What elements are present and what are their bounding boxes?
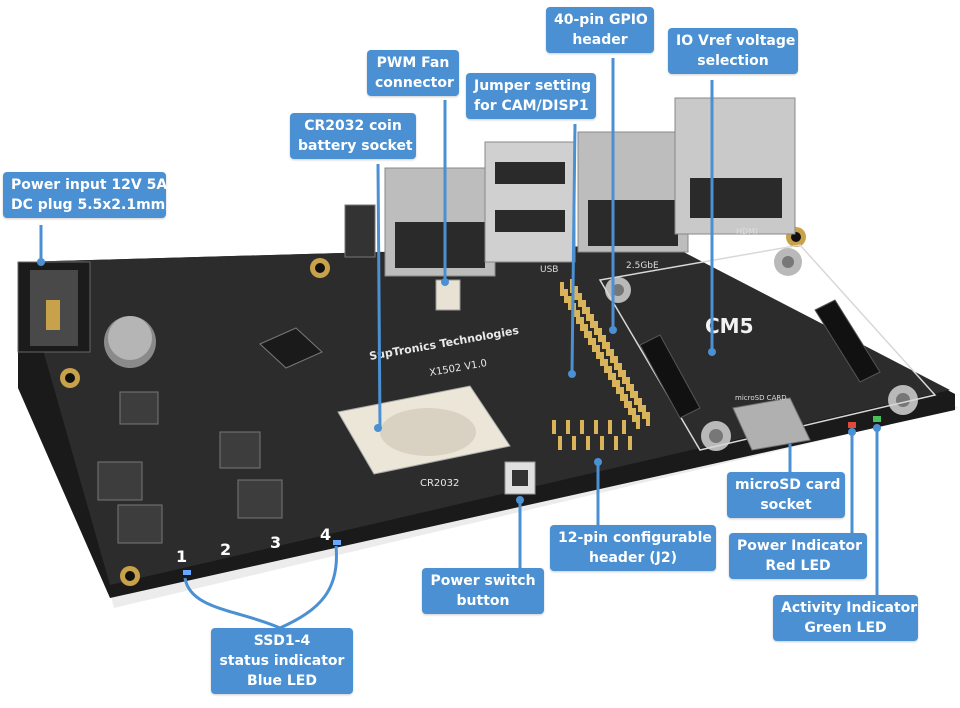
leader-jumper: [570, 123, 577, 375]
inductor: [97, 461, 143, 501]
eth-silkscreen: 2.5GbE: [626, 261, 659, 271]
header-pin: [598, 328, 602, 342]
header-pin: [616, 380, 620, 394]
header-pin: [618, 363, 622, 377]
callout-power-switch: Power switch button: [422, 568, 544, 614]
header-pin: [630, 384, 634, 398]
header-pin: [576, 310, 580, 324]
microsd-slot: [732, 397, 811, 451]
callout-power-input-line2: DC plug 5.5x2.1mm: [11, 197, 166, 213]
header-pin: [586, 307, 590, 321]
ssd-led-1: [183, 570, 191, 575]
header-pin: [572, 436, 576, 450]
power-led: [848, 422, 856, 428]
header-pin: [566, 420, 570, 434]
usb-c-port: [344, 204, 376, 258]
header-pin: [602, 335, 606, 349]
leader-ssd: [183, 545, 338, 630]
inductor: [219, 431, 261, 469]
header-pin: [590, 314, 594, 328]
header-pin: [632, 408, 636, 422]
callout-io-vref: IO Vref voltage selection: [668, 28, 798, 74]
header-pin: [588, 331, 592, 345]
callout-jumper: Jumper setting for CAM/DISP1: [466, 73, 596, 119]
ssd-number-2: 2: [220, 540, 231, 559]
header-pin: [558, 436, 562, 450]
inductor: [119, 391, 159, 425]
header-pin: [614, 436, 618, 450]
header-pin: [580, 317, 584, 331]
header-pin: [604, 359, 608, 373]
callout-microsd: microSD card socket: [727, 472, 845, 518]
header-pin: [568, 296, 572, 310]
header-pin: [564, 289, 568, 303]
header-pin: [612, 373, 616, 387]
leader-lines: [39, 58, 879, 630]
pin12-header: [552, 420, 632, 450]
inductor: [237, 479, 283, 519]
inductor: [117, 504, 163, 544]
header-pin: [636, 415, 640, 429]
callout-ssd: SSD1-4 status indicator Blue LED: [211, 628, 353, 694]
header-pin: [610, 349, 614, 363]
header-pin: [624, 394, 628, 408]
header-pin: [574, 286, 578, 300]
cm5-connector: [814, 299, 881, 383]
battery-silkscreen: CR2032: [420, 478, 459, 489]
header-pin: [578, 293, 582, 307]
header-pin: [620, 387, 624, 401]
header-pin: [584, 324, 588, 338]
header-pin: [586, 436, 590, 450]
header-pin: [626, 377, 630, 391]
callout-power-led: Power Indicator Red LED: [729, 533, 867, 579]
header-pin: [552, 420, 556, 434]
fan-connector: [435, 279, 461, 311]
header-pin: [622, 370, 626, 384]
leader-cr2032: [376, 163, 382, 429]
header-pin: [606, 342, 610, 356]
callout-pin12: 12-pin configurable header (J2): [550, 525, 716, 571]
callout-pwm-fan: PWM Fan connector: [367, 50, 459, 96]
header-pin: [608, 366, 612, 380]
header-pin: [600, 436, 604, 450]
header-pin: [580, 420, 584, 434]
header-pin: [646, 412, 650, 426]
header-pin: [634, 391, 638, 405]
header-pin: [642, 405, 646, 419]
ssd-number-4: 4: [320, 525, 331, 544]
header-pin: [638, 398, 642, 412]
callout-gpio: 40-pin GPIO header: [546, 7, 654, 53]
header-pin: [628, 436, 632, 450]
header-pin: [594, 321, 598, 335]
header-pin: [622, 420, 626, 434]
header-pin: [594, 420, 598, 434]
header-pin: [608, 420, 612, 434]
header-pin: [596, 345, 600, 359]
ssd-led-4: [333, 540, 341, 545]
header-pin: [592, 338, 596, 352]
header-pin: [582, 300, 586, 314]
header-pin: [600, 352, 604, 366]
cm5-connector: [639, 334, 701, 419]
header-pin: [614, 356, 618, 370]
ssd-number-1: 1: [176, 547, 187, 566]
header-pin: [560, 282, 564, 296]
power-switch: [504, 461, 536, 495]
header-pin: [628, 401, 632, 415]
usb-port: [484, 141, 576, 263]
controller-chip: [259, 327, 323, 369]
gpio-header: [560, 279, 650, 429]
callout-power-input-line1: Power input 12V 5A: [11, 177, 168, 193]
usb-silkscreen: USB: [540, 265, 558, 275]
callout-cr2032: CR2032 coin battery socket: [290, 113, 416, 159]
hdmi-silkscreen: HDMI: [736, 227, 757, 236]
callout-power-input: Power input 12V 5A DC plug 5.5x2.1mm: [3, 172, 168, 218]
activity-led: [873, 416, 881, 422]
ssd-number-3: 3: [270, 533, 281, 552]
sd-silkscreen: microSD CARD: [735, 394, 787, 402]
callout-activity-led: Activity Indicator Green LED: [773, 595, 918, 641]
